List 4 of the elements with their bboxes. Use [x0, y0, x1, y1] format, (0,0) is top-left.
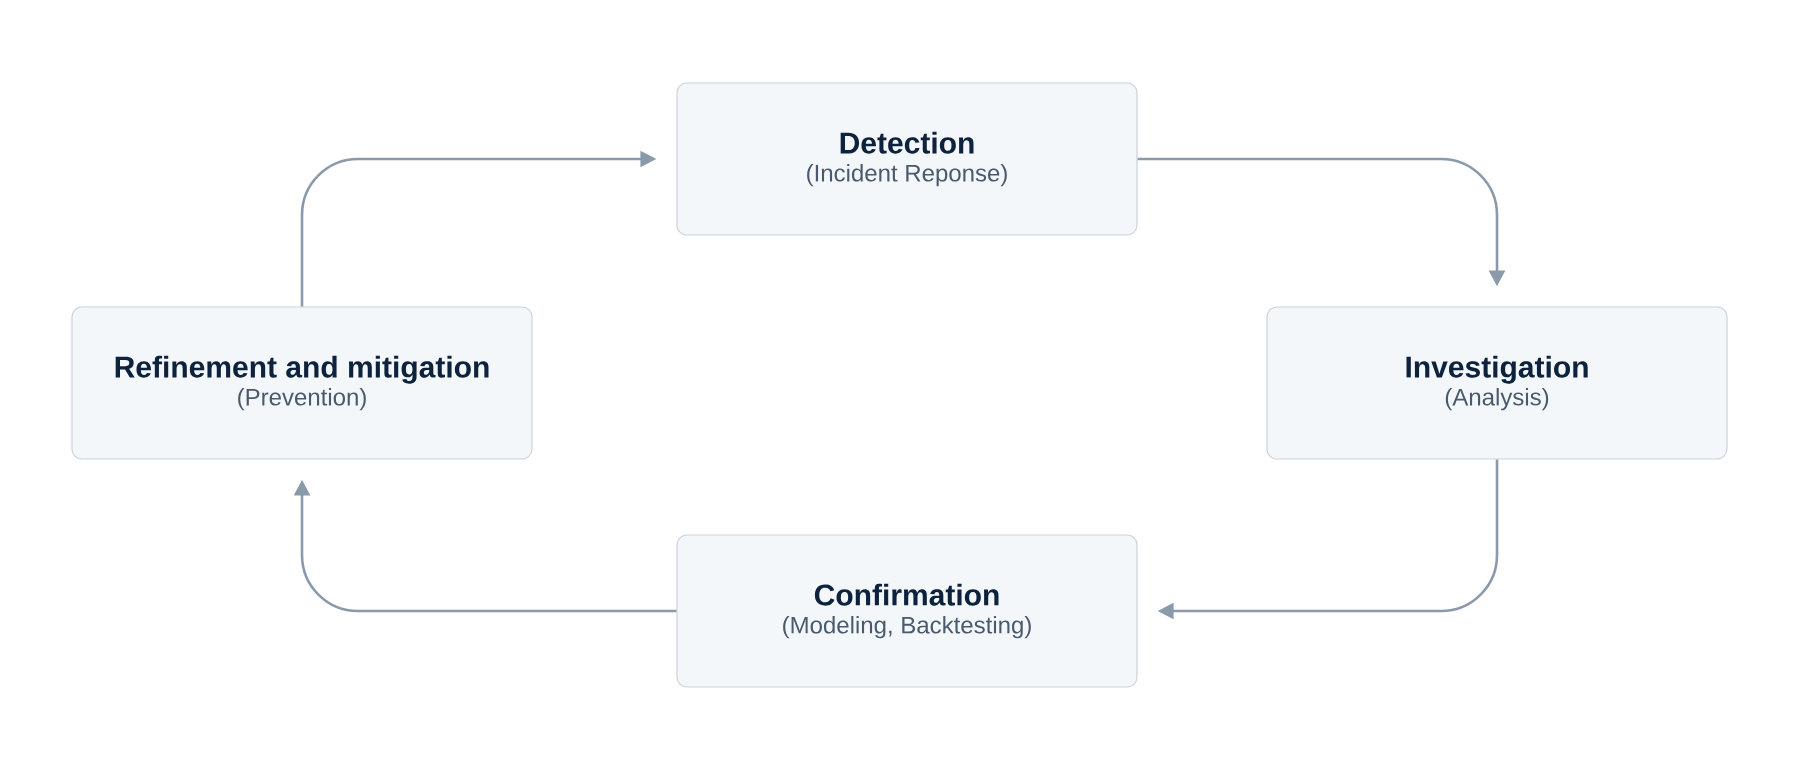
process-box: Refinement and mitigation (Prevention): [71, 306, 533, 460]
process-box: Detection (Incident Reponse): [676, 82, 1138, 236]
process-box: Investigation (Analysis): [1266, 306, 1728, 460]
process-box: Confirmation (Modeling, Backtesting): [676, 534, 1138, 688]
